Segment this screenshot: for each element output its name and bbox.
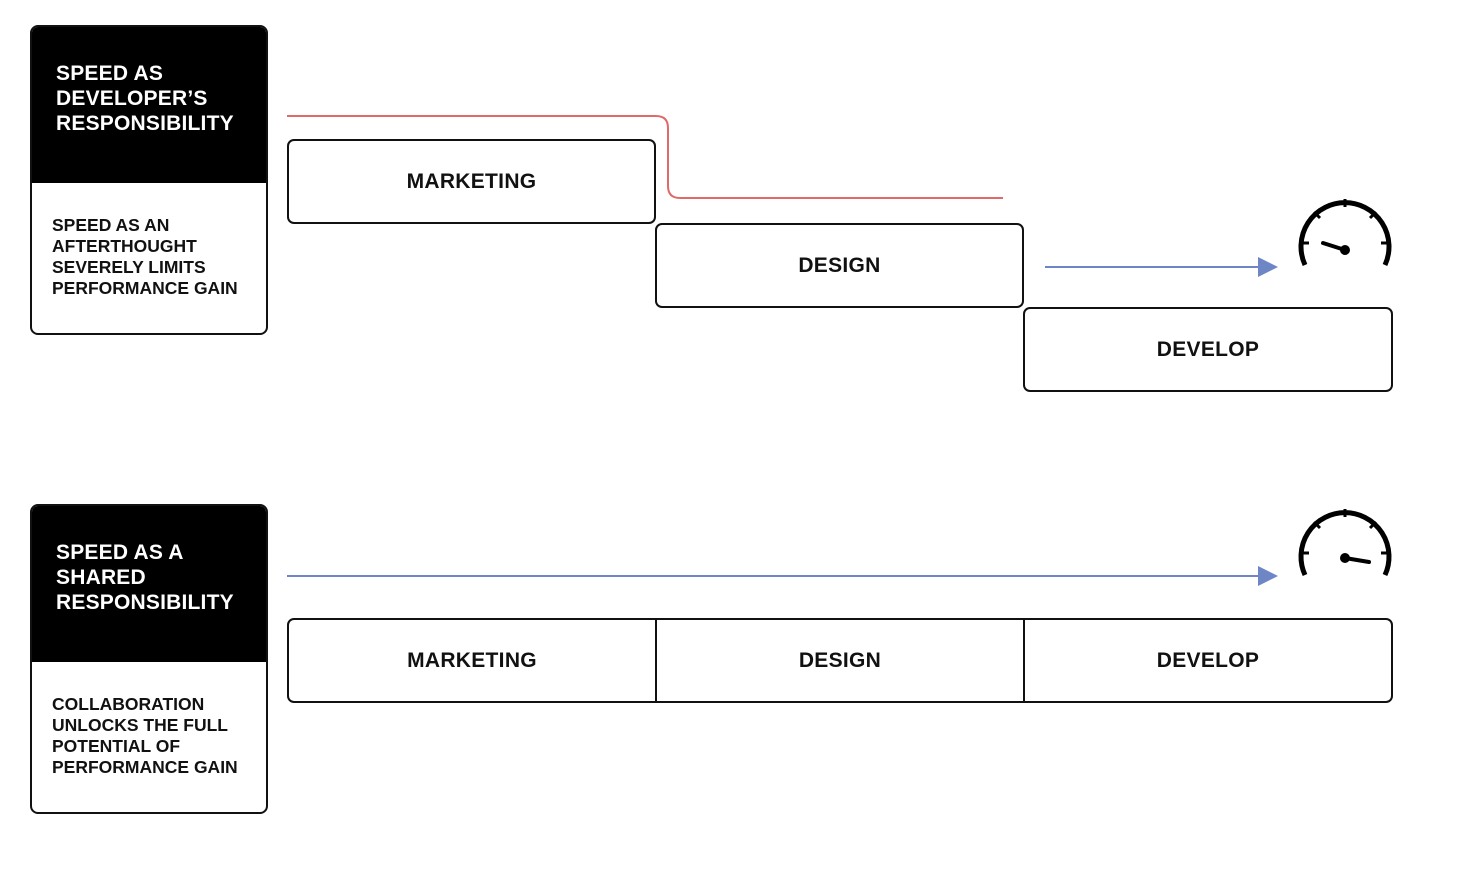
speedometer-icon (1298, 509, 1392, 577)
card-shared-responsibility: SPEED AS A SHARED RESPONSIBILITY COLLABO… (30, 504, 268, 814)
card-caption-collaboration: COLLABORATION UNLOCKS THE FULL POTENTIAL… (52, 694, 238, 777)
stage-marketing-top: MARKETING (287, 139, 656, 224)
stage-develop-bottom: DEVELOP (1023, 620, 1391, 701)
stage-design-bottom: DESIGN (655, 620, 1023, 701)
stage-design-top: DESIGN (655, 223, 1024, 308)
card-header-shared-responsibility: SPEED AS A SHARED RESPONSIBILITY (32, 506, 266, 662)
speedometer-icon (1298, 199, 1392, 267)
stage-develop-top: DEVELOP (1023, 307, 1393, 392)
arrow-bottom (287, 566, 1278, 586)
card-caption-afterthought: SPEED AS AN AFTERTHOUGHT SEVERELY LIMITS… (52, 215, 238, 298)
card-developer-responsibility: SPEED AS DEVELOPER’S RESPONSIBILITY SPEE… (30, 25, 268, 335)
stage-marketing-bottom: MARKETING (407, 648, 537, 672)
stage-bar-shared: MARKETING DESIGN DEVELOP (287, 618, 1393, 703)
card-header-developer-responsibility: SPEED AS DEVELOPER’S RESPONSIBILITY (32, 27, 266, 183)
red-step-line (287, 115, 1003, 199)
arrow-top (1045, 257, 1278, 277)
